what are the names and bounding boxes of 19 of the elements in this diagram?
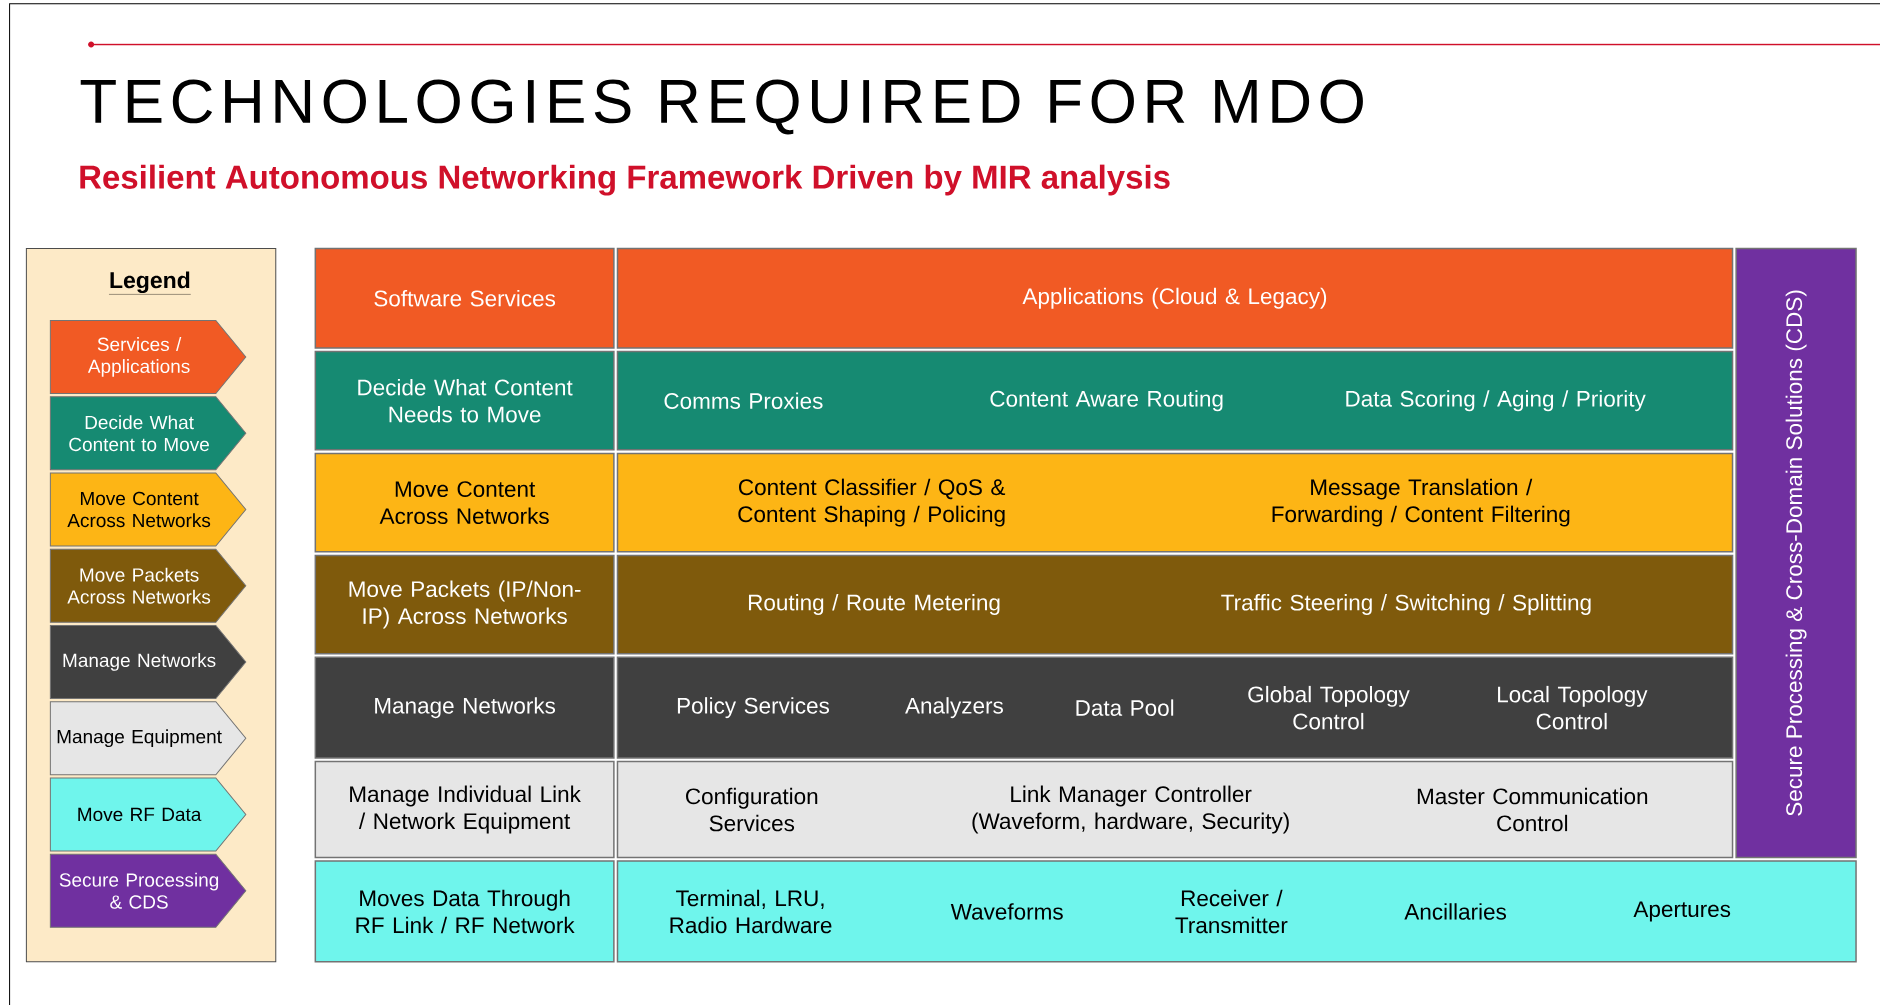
row-label-cell: Move Content Across Networks (314, 452, 615, 553)
subtitle: Resilient Autonomous Networking Framework Driven by MIR analysis (80, 164, 1170, 196)
row-label-cell: Decide What Content Needs to Move (314, 350, 615, 451)
legend-chevron: Move RF Data (49, 777, 247, 852)
legend-chevron: Move Content Across Networks (49, 472, 247, 547)
legend-chevron: Services / Applications (49, 319, 247, 394)
title: TECHNOLOGIES REQUIRED FOR MDO (80, 79, 1363, 135)
legend-heading: Legend (108, 271, 191, 295)
row-label-cell: Manage Networks (314, 656, 615, 759)
row-label-cell: Moves Data Through RF Link / RF Network (314, 860, 615, 963)
legend-chevron: Secure Processing & CDS (49, 853, 247, 928)
legend-chevron: Move Packets Across Networks (49, 548, 247, 623)
vertical-band: Secure Processing & Cross-Domain Solutions (CDS) (1735, 247, 1857, 859)
legend-chevron: Manage Equipment (49, 701, 247, 776)
legend-chevron: Decide What Content to Move (49, 396, 247, 471)
row-label-cell: Move Packets (IP/Non-IP) Across Networks (314, 554, 615, 655)
row-label-cell: Manage Individual Link / Network Equipment (314, 760, 615, 859)
legend-chevron: Manage Networks (49, 624, 247, 700)
row-label-cell: Software Services (314, 247, 615, 349)
